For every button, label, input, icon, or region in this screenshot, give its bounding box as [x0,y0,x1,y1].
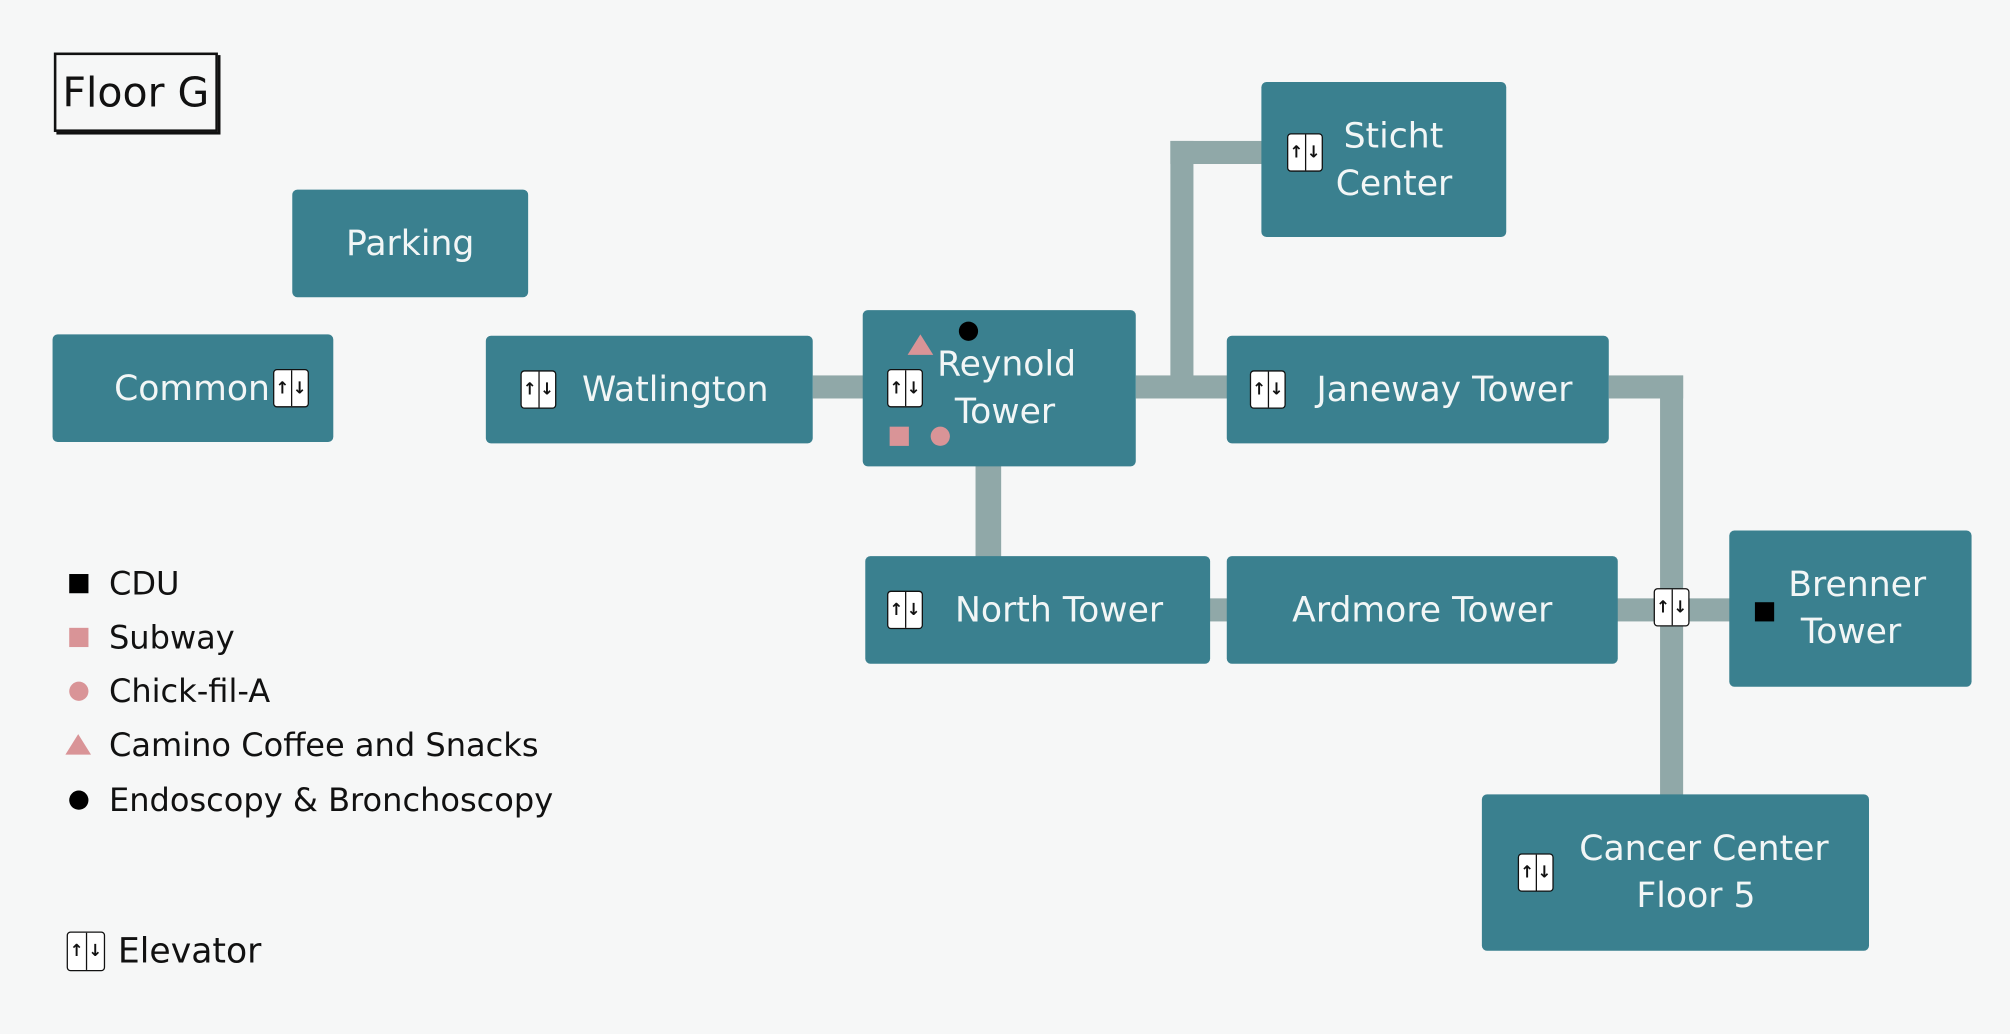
building-common[interactable]: Common ↑↓ [52,334,334,443]
building-north-tower[interactable]: ↑↓ North Tower [865,556,1211,664]
corridor-reynold-north [975,465,1002,558]
corridor-watlington-reynold [812,375,865,399]
legend-item-camino-coffee: Camino Coffee and Snacks [65,723,539,767]
building-common-label: Common [114,368,270,409]
corridor-north-ardmore [1208,598,1230,622]
building-janeway-tower-label: Janeway Tower [1316,369,1573,410]
building-reynold-tower-label: Reynold Tower [937,344,1077,432]
subway-marker [889,426,909,446]
corridor-east-vertical [1660,375,1684,799]
pink-triangle-icon [65,734,92,755]
elevator-icon: ↑↓ [1287,133,1323,172]
building-brenner-tower-label: Brenner Tower [1788,565,1927,653]
building-sticht-center[interactable]: ↑↓ Sticht Center [1261,82,1507,238]
building-cancer-center[interactable]: ↑↓ Cancer Center Floor 5 [1481,794,1870,951]
building-watlington[interactable]: ↑↓ Watlington [485,335,813,444]
black-square-icon [68,573,88,593]
black-circle-icon [68,789,88,810]
floor-label: Floor G [53,52,218,132]
coffee-marker [907,334,934,355]
chick-fil-a-marker [930,426,950,446]
corridor-sticht-vertical [1170,140,1194,385]
corridor-sticht-horizontal [1170,140,1263,165]
building-north-tower-label: North Tower [955,590,1164,630]
building-reynold-tower[interactable]: ↑↓ Reynold Tower [862,310,1136,467]
elevator-icon: ↑↓ [1653,588,1690,627]
cdu-marker [1754,602,1775,622]
legend-item-cdu: CDU [67,561,179,605]
building-janeway-tower[interactable]: ↑↓ Janeway Tower [1226,335,1609,444]
building-parking-label: Parking [346,223,475,264]
elevator-icon: ↑↓ [520,370,557,409]
elevator-icon: ↑↓ [887,369,923,408]
corridor-reynold-janeway [1135,375,1229,399]
legend-item-chick-fil-a: Chick-fil-A [67,669,270,713]
building-ardmore-tower-label: Ardmore Tower [1292,590,1553,630]
elevator-icon: ↑↓ [887,590,923,630]
elevator-icon: ↑↓ [1249,370,1286,409]
elevator-icon: ↑↓ [1517,853,1554,892]
elevator-icon: ↑↓ [273,369,309,408]
pink-circle-icon [68,681,88,701]
legend-item-elevator: ↑↓ Elevator [66,931,261,972]
elevator-icon: ↑↓ [66,931,106,972]
building-sticht-center-label: Sticht Center [1335,116,1453,204]
building-cancer-center-label: Cancer Center Floor 5 [1579,829,1829,917]
building-brenner-tower[interactable]: Brenner Tower [1729,530,1972,687]
building-parking[interactable]: Parking [292,189,529,298]
legend-item-subway: Subway [67,615,235,659]
building-watlington-label: Watlington [581,369,769,410]
building-ardmore-tower[interactable]: Ardmore Tower [1226,556,1618,664]
pink-square-icon [68,627,88,647]
legend-item-endoscopy: Endoscopy & Bronchoscopy [67,778,553,822]
endoscopy-marker [958,321,979,341]
